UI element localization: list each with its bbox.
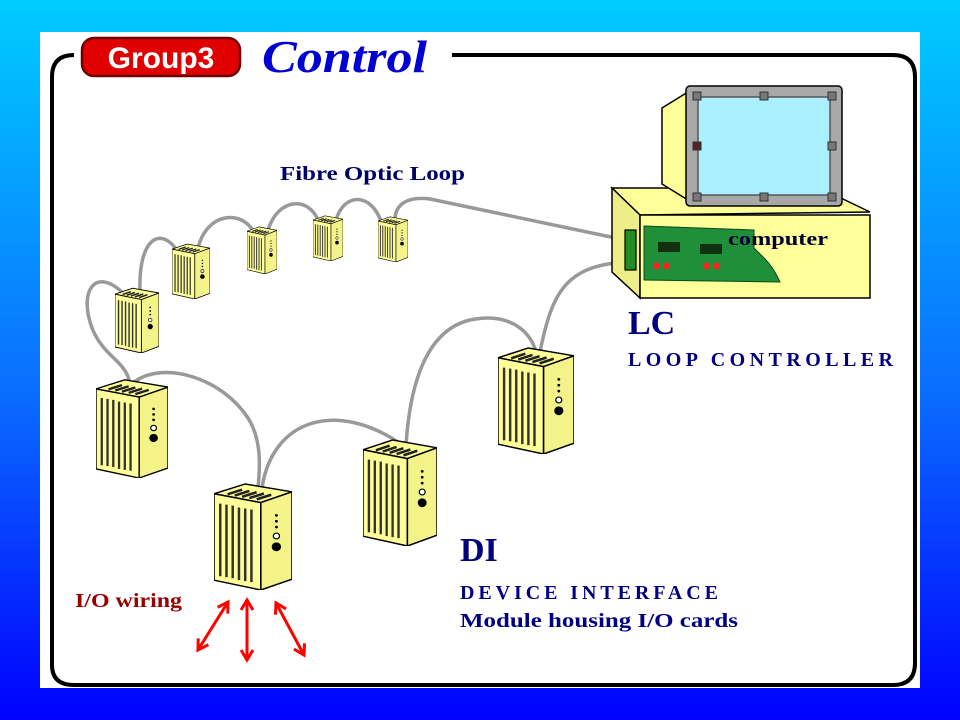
label-fibre-optic-loop: Fibre Optic Loop: [280, 163, 465, 185]
title-badge-text: Group3: [108, 42, 215, 75]
cable-node4-to-node5: [138, 236, 180, 294]
loop-connector-slot: [624, 229, 637, 271]
monitor-back: [661, 90, 689, 202]
loop-node-5: [115, 287, 159, 353]
board-led: [704, 263, 710, 269]
loop-node-4: [172, 243, 210, 299]
monitor-handle: [692, 141, 702, 151]
label-lc: LC: [628, 305, 675, 342]
cable-node3-to-node4: [196, 215, 256, 250]
monitor-handle: [827, 141, 837, 151]
board-chip: [700, 244, 722, 254]
label-module-housing: Module housing I/O cards: [460, 610, 738, 632]
board-led: [654, 263, 660, 269]
cable-di4-to-computer: [538, 260, 632, 354]
cable-node2-to-node3: [266, 202, 320, 232]
monitor-handle: [759, 91, 769, 101]
loop-node-3: [247, 226, 277, 274]
io-arrow-right: [273, 600, 307, 658]
label-device-interface: DEVICE INTERFACE: [460, 582, 718, 604]
cable-di2-to-di3: [260, 418, 406, 490]
cable-di3-to-di4: [404, 316, 538, 448]
cable-node5-to-di1: [85, 280, 132, 386]
slide-frame: [50, 53, 917, 687]
monitor-screen: [697, 96, 831, 196]
fibre-optic-cables: [85, 196, 632, 490]
cable-computer-to-node1: [393, 196, 632, 243]
board-chip: [658, 242, 680, 252]
label-loop-controller: LOOP CONTROLLER: [628, 349, 894, 371]
label-di: DI: [460, 532, 498, 569]
device-interface-unit-1: [96, 378, 168, 478]
loop-node-2: [313, 215, 343, 261]
cable-node1-to-node2: [334, 197, 384, 226]
board-led: [664, 263, 670, 269]
label-io-wiring: I/O wiring: [75, 590, 182, 612]
monitor-handle: [692, 91, 702, 101]
monitor-handle: [827, 91, 837, 101]
title-badge: Group3: [80, 36, 242, 78]
monitor-handle: [692, 192, 702, 202]
label-computer: computer: [728, 229, 829, 250]
cable-di1-to-di2: [132, 370, 262, 490]
double-arrow-icon: [196, 597, 307, 663]
io-arrow-left: [196, 599, 230, 653]
monitor-handle: [827, 192, 837, 202]
loop-node-1: [378, 216, 408, 262]
device-interface-unit-4: [498, 346, 574, 454]
computer-icon: [610, 85, 871, 300]
board-led: [714, 263, 720, 269]
monitor-handle: [759, 192, 769, 202]
device-interface-unit-2: [214, 482, 292, 590]
device-interface-unit-3: [363, 438, 437, 546]
page-title: Control: [262, 31, 427, 82]
